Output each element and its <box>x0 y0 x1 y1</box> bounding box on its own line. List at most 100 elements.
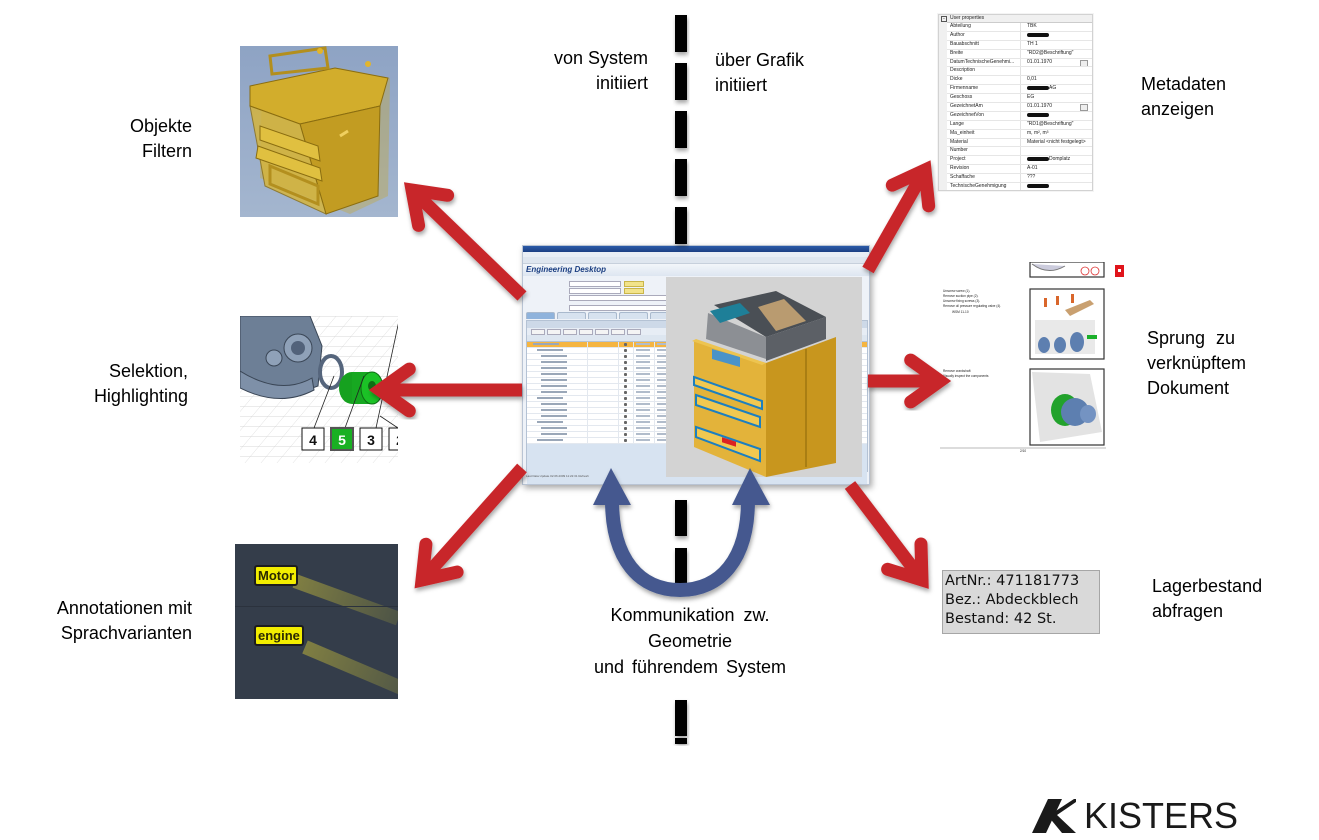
tab-document-list[interactable] <box>619 312 648 319</box>
property-row[interactable]: DatumTechnischeGenehmi...01.01.1970 <box>939 58 1092 68</box>
document-bookmark-marker[interactable] <box>1115 265 1124 277</box>
property-value[interactable]: AG <box>1021 85 1092 93</box>
cell-text <box>636 349 650 351</box>
tab-document-structure[interactable] <box>557 312 586 319</box>
property-value[interactable]: Material <nicht festgelegt> <box>1021 139 1092 147</box>
property-row[interactable]: Author <box>939 31 1092 41</box>
user-icon <box>624 367 627 370</box>
grid-cell <box>588 408 619 413</box>
grid-cell <box>655 420 675 425</box>
field-button[interactable] <box>624 281 644 287</box>
callout-3[interactable] <box>359 427 383 451</box>
property-value[interactable]: 01.01.1970 <box>1021 59 1092 67</box>
field-button[interactable] <box>624 288 644 294</box>
menu-bar[interactable] <box>523 252 869 257</box>
property-value[interactable]: ??? <box>1021 174 1092 182</box>
property-value[interactable] <box>1021 112 1092 120</box>
grid-button[interactable] <box>547 328 561 335</box>
property-value[interactable]: "RD2@Beschriftung" <box>1021 50 1092 58</box>
user-icon <box>624 355 627 358</box>
callout-4[interactable] <box>301 427 325 451</box>
grid-button[interactable] <box>531 328 545 335</box>
property-row[interactable]: Schaffache??? <box>939 174 1092 184</box>
property-value[interactable]: "RD1@Beschriftung" <box>1021 121 1092 129</box>
property-value[interactable]: TH 1 <box>1021 41 1092 49</box>
grid-button[interactable] <box>627 328 641 335</box>
cell-text <box>636 409 650 411</box>
property-value[interactable]: Domplatz <box>1021 156 1092 164</box>
property-row[interactable]: Number <box>939 147 1092 157</box>
grid-cell <box>634 378 655 383</box>
grid-button[interactable] <box>579 328 593 335</box>
user-icon <box>624 385 627 388</box>
cell-text <box>657 349 671 351</box>
tab-assembly-view[interactable] <box>526 312 555 319</box>
grid-cell <box>619 384 634 389</box>
annotation-tag-motor[interactable]: Motor <box>254 565 299 586</box>
arrowhead <box>904 353 952 409</box>
grid-cell <box>619 396 634 401</box>
doc-reference-link[interactable]: WSM 11-10 <box>952 310 969 314</box>
cell-text <box>657 403 671 405</box>
label-line: verknüpftem <box>1147 353 1247 373</box>
collapse-icon[interactable]: − <box>941 16 947 22</box>
grid-cell <box>588 354 619 359</box>
property-key: Breite <box>939 49 1021 58</box>
field-input[interactable] <box>569 295 681 301</box>
cell-text <box>541 385 567 387</box>
property-row[interactable]: TechnischeGenehmigung <box>939 183 1092 190</box>
grid-button[interactable] <box>611 328 625 335</box>
grid-cell <box>527 372 588 377</box>
grid-cell <box>527 402 588 407</box>
user-icon <box>624 397 627 400</box>
callout-2[interactable] <box>388 427 398 451</box>
highlighted-bushing <box>339 371 384 405</box>
property-row[interactable]: Lange"RD1@Beschriftung" <box>939 120 1092 130</box>
3d-viewer[interactable] <box>666 277 862 477</box>
annotation-leader <box>302 640 398 699</box>
annotation-tag-engine[interactable]: engine <box>254 625 304 646</box>
cell-text <box>541 433 567 435</box>
property-key: Bauabschnitt <box>939 40 1021 49</box>
property-value[interactable]: TBK <box>1021 23 1092 31</box>
property-value[interactable] <box>1021 32 1092 40</box>
property-value[interactable]: m, m², m³ <box>1021 130 1092 138</box>
property-row[interactable]: Breite"RD2@Beschriftung" <box>939 49 1092 59</box>
callout-5-selected[interactable] <box>330 427 354 451</box>
property-value[interactable] <box>1021 183 1092 190</box>
cell-text <box>636 355 650 357</box>
label-line: Objekte <box>129 116 192 136</box>
property-value[interactable] <box>1021 67 1092 75</box>
field-input[interactable] <box>569 288 621 294</box>
properties-header[interactable]: − User properties <box>939 15 1092 23</box>
property-row[interactable]: Description <box>939 67 1092 77</box>
window-titlebar[interactable] <box>523 246 869 252</box>
property-value[interactable]: 01.01.1970 <box>1021 103 1092 111</box>
calendar-dropdown-icon[interactable] <box>1080 59 1088 67</box>
grid-cell <box>527 390 588 395</box>
toolbar[interactable] <box>523 257 869 264</box>
property-row[interactable]: GezeichnetVon <box>939 111 1092 121</box>
property-value[interactable]: EG <box>1021 94 1092 102</box>
calendar-dropdown-icon[interactable] <box>1080 104 1088 111</box>
copier-3d-model[interactable] <box>666 277 862 477</box>
grid-button[interactable] <box>595 328 609 335</box>
divider-dash <box>675 700 687 736</box>
grid-button[interactable] <box>563 328 577 335</box>
property-value[interactable]: A-01 <box>1021 165 1092 173</box>
tab-working-directory[interactable] <box>588 312 617 319</box>
property-value[interactable]: 0,01 <box>1021 76 1092 84</box>
user-icon <box>624 409 627 412</box>
property-value[interactable] <box>1021 147 1092 155</box>
field-input[interactable] <box>569 281 621 287</box>
